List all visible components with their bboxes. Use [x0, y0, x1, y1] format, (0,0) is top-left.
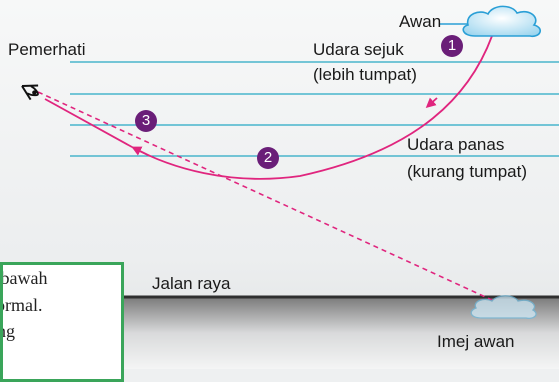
- callout-line-2: normal.: [3, 295, 43, 315]
- ray-arrow-1: [425, 97, 438, 108]
- warm-air-label-line2: (kurang tumpat): [407, 162, 527, 181]
- cloud-label: Awan: [399, 12, 442, 31]
- step-1-marker: 1: [441, 35, 463, 57]
- step-2-marker: 2: [257, 147, 279, 169]
- refracted-light-ray: [131, 35, 493, 180]
- cool-air-label-line2: (lebih tumpat): [313, 65, 417, 84]
- explanation-callout: n bawah normal. ting: [0, 262, 124, 382]
- ray-to-eye: [44, 98, 133, 148]
- warm-air-label-line1: Udara panas: [407, 135, 505, 154]
- ray-arrow-2: [131, 146, 151, 157]
- callout-line-1: n bawah: [0, 268, 48, 288]
- cloud-icon: [440, 5, 541, 38]
- road-label: Jalan raya: [152, 274, 231, 293]
- observer-label: Pemerhati: [8, 40, 86, 59]
- step-3-marker: 3: [135, 110, 157, 132]
- callout-line-3: ting: [3, 321, 16, 341]
- cloud-reflection-icon: [470, 295, 537, 320]
- cloud-image-label: Imej awan: [437, 332, 515, 351]
- eye-icon: [21, 84, 39, 101]
- apparent-line-of-sight: [37, 91, 493, 301]
- cool-air-label-line1: Udara sejuk: [313, 40, 404, 59]
